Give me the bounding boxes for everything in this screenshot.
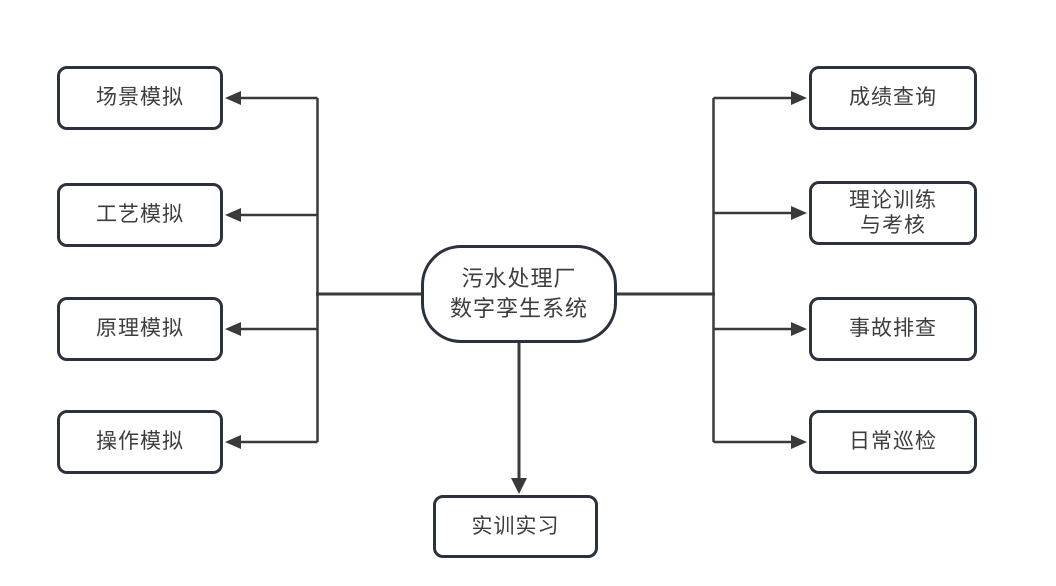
node-label: 场景模拟 <box>96 86 184 109</box>
connector-to-practical-training <box>511 343 527 494</box>
node-principle-simulation: 原理模拟 <box>57 297 223 361</box>
arrowhead-right-icon <box>791 206 807 220</box>
node-practical-training: 实训实习 <box>433 495 598 558</box>
node-scene-simulation: 场景模拟 <box>57 66 223 130</box>
connector-to-theory-training <box>713 206 807 220</box>
node-label-line1: 理论训练 <box>849 189 937 212</box>
node-label: 事故排查 <box>849 317 937 340</box>
connector-to-operation-simulation <box>225 435 318 449</box>
arrowhead-right-icon <box>791 91 807 105</box>
node-label: 工艺模拟 <box>96 203 184 226</box>
connector-to-daily-inspection <box>713 435 807 449</box>
connector-to-process-simulation <box>225 208 318 222</box>
connector-to-score-query <box>713 91 807 105</box>
node-score-query: 成绩查询 <box>809 66 977 130</box>
node-daily-inspection: 日常巡检 <box>809 410 977 474</box>
arrowhead-down-icon <box>511 478 527 494</box>
arrowhead-left-icon <box>225 91 241 105</box>
node-process-simulation: 工艺模拟 <box>57 183 223 247</box>
node-digital-twin-system: 污水处理厂 数字孪生系统 <box>421 245 617 343</box>
node-label: 日常巡检 <box>849 430 937 453</box>
node-label: 操作模拟 <box>96 430 184 453</box>
arrowhead-right-icon <box>791 435 807 449</box>
node-label: 实训实习 <box>471 514 560 538</box>
node-label-line2: 数字孪生系统 <box>449 296 588 321</box>
connector-to-scene-simulation <box>225 91 318 105</box>
node-label-line1: 污水处理厂 <box>461 266 577 291</box>
node-theory-training-assessment: 理论训练 与考核 <box>809 181 977 245</box>
node-label: 成绩查询 <box>849 86 937 109</box>
node-accident-investigation: 事故排查 <box>809 297 977 361</box>
arrowhead-left-icon <box>225 435 241 449</box>
connector-to-principle-simulation <box>225 322 318 336</box>
node-label: 原理模拟 <box>96 317 184 340</box>
arrowhead-right-icon <box>791 322 807 336</box>
node-label-line2: 与考核 <box>860 214 926 237</box>
node-operation-simulation: 操作模拟 <box>57 410 223 474</box>
arrowhead-left-icon <box>225 208 241 222</box>
connector-to-accident-investigation <box>713 322 807 336</box>
arrowhead-left-icon <box>225 322 241 336</box>
